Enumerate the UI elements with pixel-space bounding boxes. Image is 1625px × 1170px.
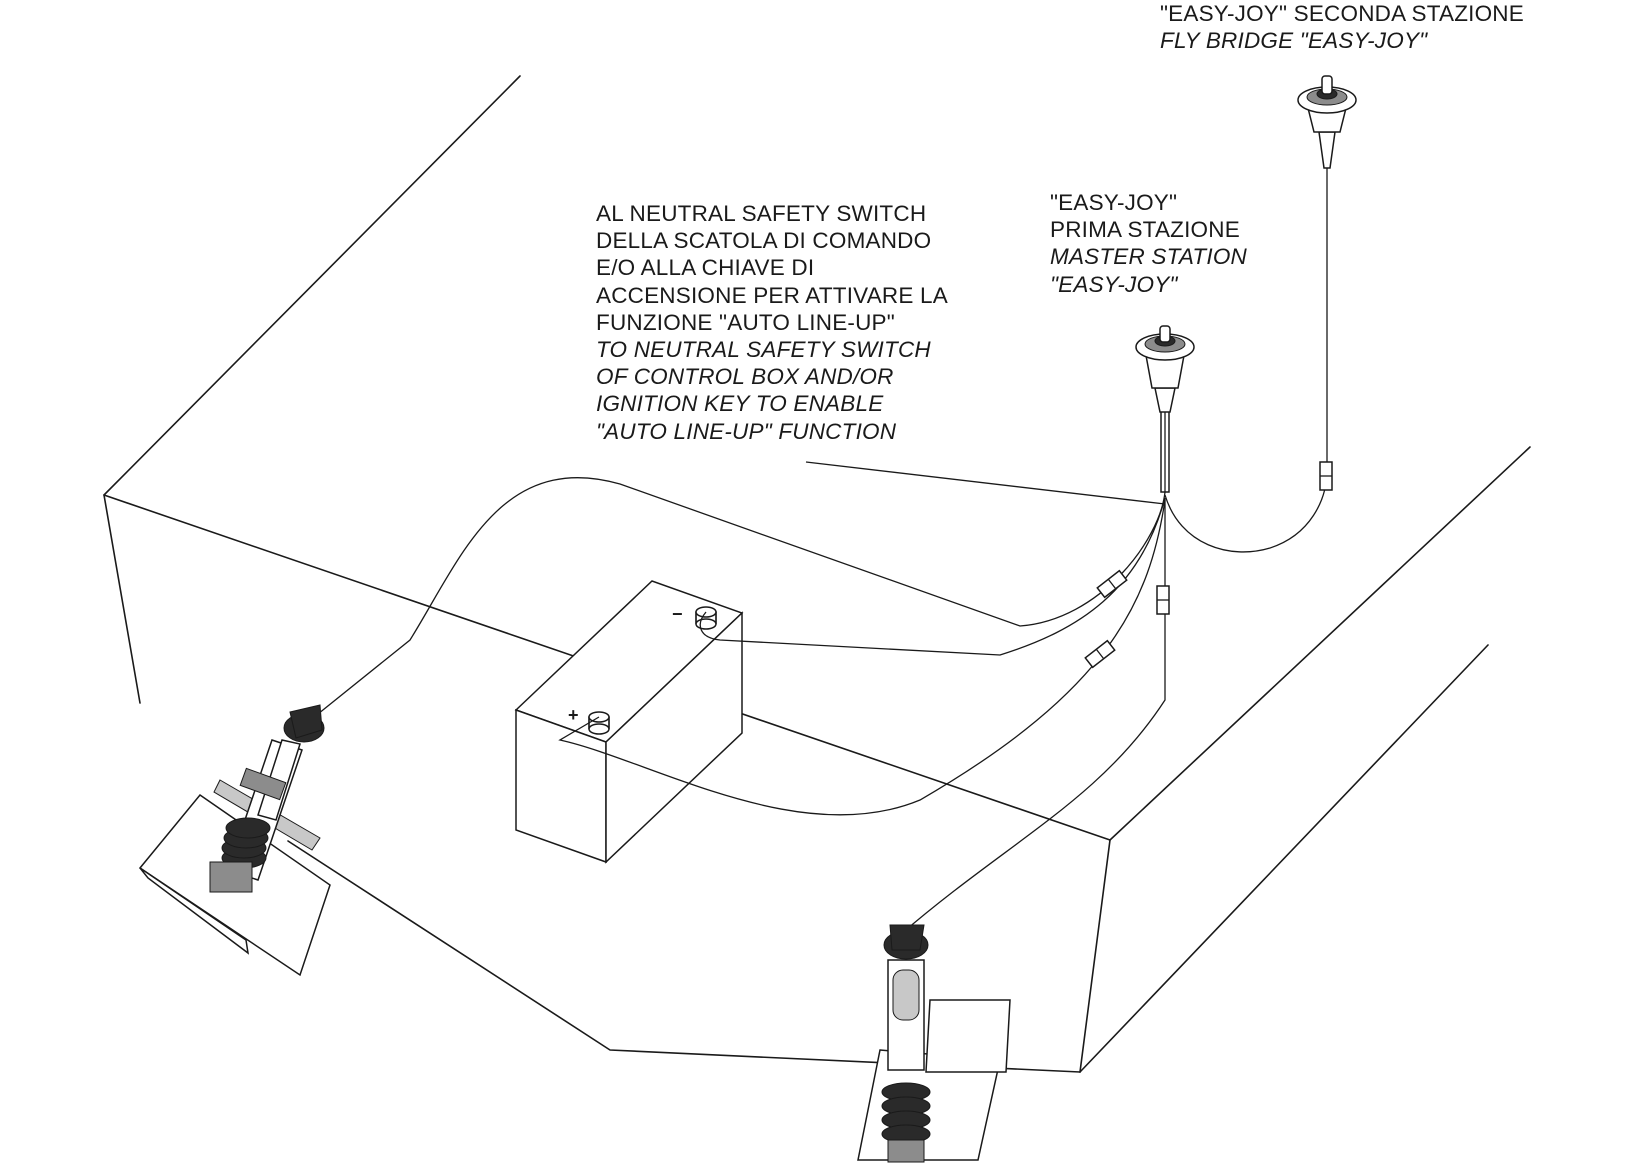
starboard-trim-tab-actuator (857, 924, 1011, 1163)
label-neutral-line-2: DELLA SCATOLA DI COMANDO (596, 228, 932, 254)
boat-hull-outline (103, 75, 1531, 1073)
label-master-line-4: "EASY-JOY" (1050, 271, 1178, 297)
label-neutral-line-8: IGNITION KEY TO ENABLE (596, 391, 884, 417)
label-neutral-line-7: OF CONTROL BOX AND/OR (596, 364, 894, 390)
wire-to-flybridge-station (1164, 165, 1328, 553)
easy-joy-master-station (1135, 325, 1195, 493)
label-neutral-line-4: ACCENSIONE PER ATTIVARE LA (596, 282, 948, 308)
label-neutral-safety-switch: AL NEUTRAL SAFETY SWITCH DELLA SCATOLA D… (596, 200, 948, 445)
wiring-harness (307, 165, 1328, 936)
wire-to-battery-negative (699, 497, 1166, 656)
label-flybridge-line-1: "EASY-JOY" SECONDA STAZIONE (1160, 1, 1524, 26)
label-flybridge-line-2: FLY BRIDGE "EASY-JOY" (1160, 28, 1428, 54)
wire-to-port-trim-tab (307, 477, 1166, 723)
label-neutral-line-5: FUNZIONE "AUTO LINE-UP" (596, 309, 895, 335)
battery-positive-symbol: + (568, 705, 579, 725)
label-flybridge-station: "EASY-JOY" SECONDA STAZIONE FLY BRIDGE "… (1160, 0, 1524, 54)
label-neutral-line-3: E/O ALLA CHIAVE DI (596, 255, 815, 281)
battery-negative-symbol: − (672, 604, 683, 624)
battery: − + (514, 580, 744, 864)
label-neutral-line-1: AL NEUTRAL SAFETY SWITCH (596, 201, 927, 226)
wire-to-neutral-switch (805, 461, 1166, 505)
label-master-line-3: MASTER STATION (1050, 244, 1247, 270)
label-neutral-line-6: TO NEUTRAL SAFETY SWITCH (596, 337, 931, 363)
label-master-line-1: "EASY-JOY" (1050, 190, 1178, 215)
easy-joy-flybridge-station (1297, 75, 1357, 169)
port-trim-tab-actuator (138, 704, 331, 977)
label-master-station: "EASY-JOY" PRIMA STAZIONE MASTER STATION… (1050, 189, 1247, 298)
inline-connectors (1084, 461, 1333, 669)
wire-to-starboard-trim-tab (899, 498, 1166, 936)
label-neutral-line-9: "AUTO LINE-UP" FUNCTION (596, 418, 897, 444)
wire-to-battery-positive (558, 499, 1166, 816)
label-master-line-2: PRIMA STAZIONE (1050, 217, 1240, 243)
